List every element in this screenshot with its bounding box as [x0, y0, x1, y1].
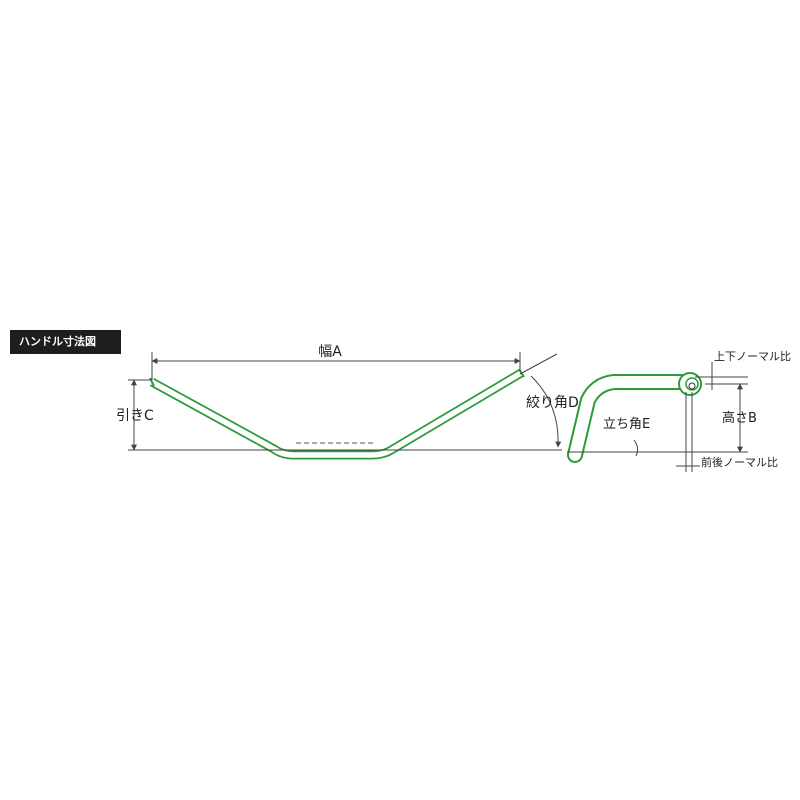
height-b-label: 高さB — [722, 410, 757, 426]
handlebar-left-end — [149, 377, 155, 387]
pull-c-label: 引きC — [116, 408, 154, 424]
rise-angle-e-label: 立ち角E — [603, 417, 650, 432]
squeeze-angle-arc — [530, 375, 562, 448]
handlebar-side-tube-inner — [569, 376, 694, 461]
handlebar-front-tube-inner — [150, 370, 523, 458]
side-view: 立ち角E 高さB 上下ノーマル比 前後ノーマル比 — [567, 350, 791, 472]
vertical-normal-ratio-label: 上下ノーマル比 — [714, 350, 791, 363]
rise-angle-arc — [633, 439, 639, 457]
fore-aft-normal-ratio-label: 前後ノーマル比 — [701, 455, 778, 469]
diagram-title: ハンドル寸法図 — [10, 330, 121, 354]
front-view: 幅A 引きC 絞り角D — [116, 344, 579, 460]
squeeze-angle-reference — [519, 353, 558, 375]
squeeze-angle-d-label: 絞り角D — [526, 395, 579, 411]
width-a-label: 幅A — [318, 344, 342, 360]
tube-end-circle-center — [688, 382, 696, 390]
